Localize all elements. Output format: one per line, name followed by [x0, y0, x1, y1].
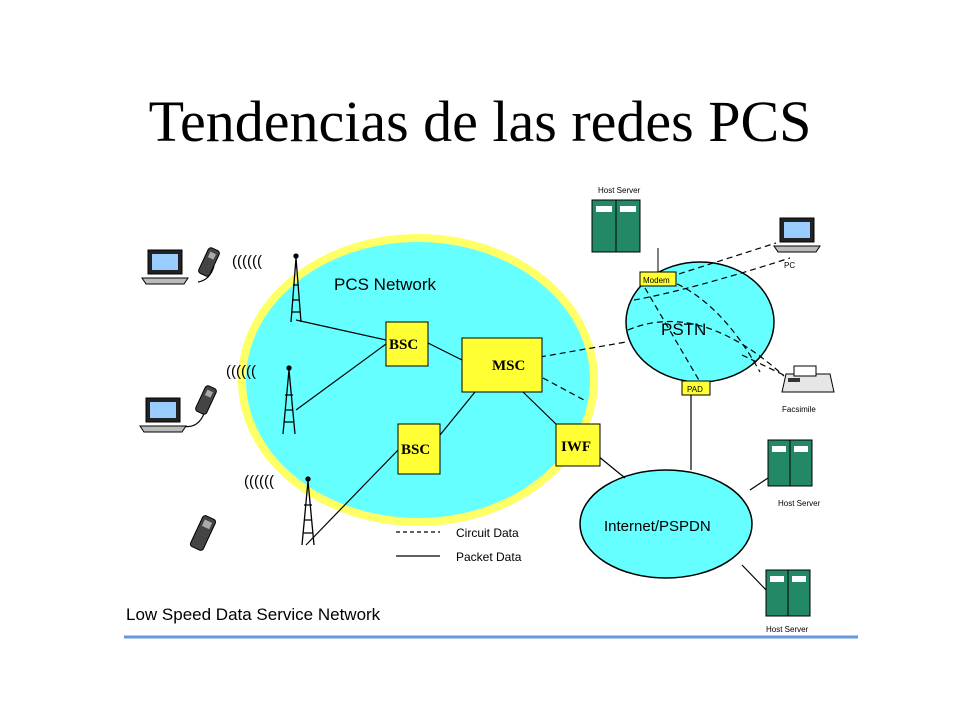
- mobile-phone-icon: [189, 515, 217, 551]
- mobile-phone-icon: [198, 247, 220, 277]
- legend: Circuit Data Packet Data: [396, 526, 522, 564]
- legend-circuit-label: Circuit Data: [456, 526, 519, 540]
- msc-box: [461, 337, 543, 393]
- bsc-bottom-label: BSC: [401, 442, 430, 458]
- host-server-icon: [765, 569, 811, 617]
- mobile-phone-icon: [195, 385, 217, 415]
- pstn-label: PSTN: [661, 320, 706, 339]
- pcs-network-cloud: [238, 234, 598, 526]
- facsimile-icon: [781, 365, 835, 393]
- radio-waves-3: ((((((: [244, 473, 274, 490]
- pad-label: PAD: [687, 385, 703, 394]
- antenna-tower-2: [282, 365, 296, 435]
- radio-waves-2: ((((((: [226, 363, 256, 380]
- bsc-bottom-box: [397, 423, 441, 475]
- antenna-tower-1: [290, 253, 302, 323]
- bsc-top-box: [385, 321, 429, 367]
- pad-box: [681, 380, 711, 396]
- pc-icon: [773, 217, 821, 253]
- circuit-links: [539, 242, 791, 401]
- radio-waves-1: ((((((: [232, 253, 262, 270]
- facsimile-label: Facsimile: [782, 405, 816, 414]
- msc-label: MSC: [492, 358, 525, 374]
- diagram-caption: Low Speed Data Service Network: [126, 605, 381, 624]
- internet-label: Internet/PSPDN: [604, 518, 711, 535]
- antenna-tower-3: [301, 476, 315, 546]
- host-server-icon: [767, 439, 813, 487]
- host-server-icon: [591, 199, 641, 253]
- bsc-top-label: BSC: [389, 337, 418, 353]
- pc-label: PC: [784, 261, 795, 270]
- host-server-label-top: Host Server: [598, 186, 641, 195]
- laptop-icon: [141, 249, 189, 285]
- iwf-label: IWF: [561, 439, 591, 455]
- laptop-icon: [139, 397, 187, 433]
- legend-packet-label: Packet Data: [456, 550, 522, 564]
- slide-title: Tendencias de las redes PCS: [148, 89, 812, 154]
- host-server-label-bottom: Host Server: [766, 625, 809, 634]
- pcs-network-label: PCS Network: [334, 275, 437, 294]
- host-server-label-middle: Host Server: [778, 499, 821, 508]
- iwf-box: [555, 423, 601, 467]
- internet-cloud: [579, 469, 753, 579]
- modem-label: Modem: [643, 276, 670, 285]
